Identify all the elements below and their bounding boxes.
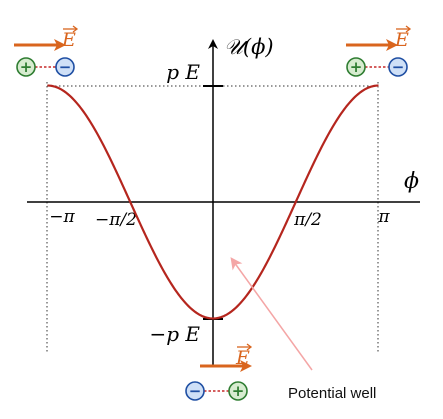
y-tick-label-max: p E [166, 60, 200, 84]
x-tick-label-neg-half-pi: −π/2 [95, 210, 137, 230]
minus-sign-right: − [392, 58, 405, 76]
field-label-left: E [61, 29, 76, 51]
positive-charge-right [346, 57, 366, 77]
positive-charge-bottom [228, 381, 248, 401]
minus-sign-bottom: − [189, 382, 202, 400]
negative-charge-bottom [185, 381, 205, 401]
dipole-bottom: E − + [185, 343, 253, 401]
field-label-right: E [394, 29, 409, 51]
plus-sign-bottom: + [232, 382, 245, 400]
dipole-right: E + − [346, 25, 412, 77]
positive-charge-left [16, 57, 36, 77]
x-tick-label-half-pi: π/2 [293, 210, 322, 230]
y-axis-label: 𝒰(ϕ) [224, 35, 274, 59]
plus-sign-right: + [350, 58, 363, 76]
dipole-left: E + − [14, 25, 79, 77]
x-tick-label-neg-pi: −π [49, 207, 75, 227]
y-tick-label-min: −p E [149, 322, 200, 346]
potential-well-label: Potential well [288, 385, 376, 402]
field-vector-tip-left [72, 25, 79, 33]
plus-sign-left: + [20, 58, 33, 76]
field-vector-tip-bottom [246, 343, 253, 351]
negative-charge-left [55, 57, 75, 77]
x-axis-label: ϕ [404, 169, 419, 194]
field-vector-tip-right [405, 25, 412, 33]
minus-sign-left: − [59, 58, 72, 76]
x-tick-label-pi: π [377, 207, 390, 227]
potential-curve [47, 84, 379, 320]
field-label-bottom: E [235, 347, 250, 369]
negative-charge-right [388, 57, 408, 77]
potential-well-arrow [230, 257, 313, 371]
